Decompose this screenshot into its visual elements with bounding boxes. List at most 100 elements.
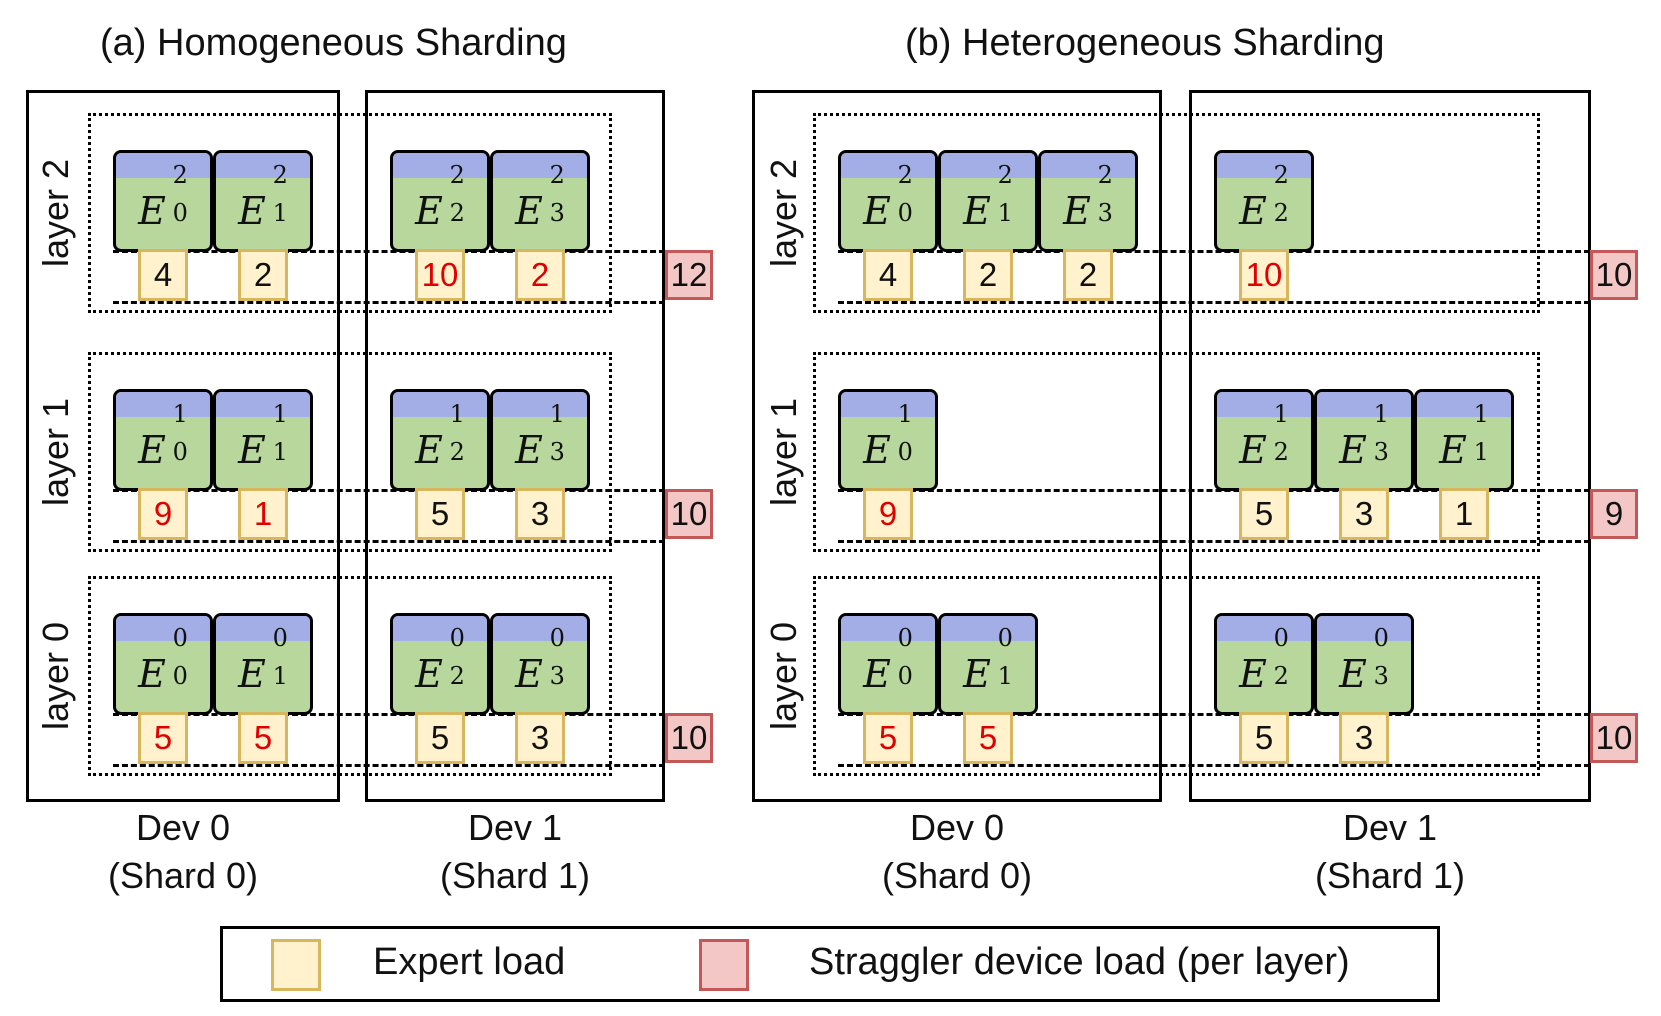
expert-index: 1 xyxy=(272,662,288,690)
expert-letter: E xyxy=(1239,428,1267,472)
expert-layer-index: 0 xyxy=(1273,624,1289,652)
expert-letter: E xyxy=(515,428,543,472)
load-guide-line xyxy=(838,540,1590,543)
expert-letter: E xyxy=(238,652,266,696)
expert-load-value: 5 xyxy=(863,712,913,764)
expert-band xyxy=(1317,392,1411,417)
layer-box xyxy=(88,113,612,313)
device-label-0: Dev 0(Shard 0) xyxy=(837,804,1077,900)
layer-label: layer 1 xyxy=(763,397,804,507)
expert-index: 3 xyxy=(1373,662,1389,690)
expert-band xyxy=(116,392,210,417)
expert-letter: E xyxy=(1063,189,1091,233)
expert-layer-index: 2 xyxy=(897,161,913,189)
expert-layer-index: 0 xyxy=(272,624,288,652)
expert-layer-index: 1 xyxy=(1273,400,1289,428)
expert-load-value: 5 xyxy=(138,712,188,764)
device-name: Dev 0 xyxy=(135,807,231,848)
expert-layer-index: 2 xyxy=(172,161,188,189)
layer-label: layer 2 xyxy=(35,158,76,268)
expert-letter: E xyxy=(415,652,443,696)
expert-letter: E xyxy=(1339,428,1367,472)
expert-index: 2 xyxy=(1273,438,1289,466)
load-guide-line xyxy=(113,764,665,767)
straggler-load-value: 10 xyxy=(665,713,713,763)
expert-layer-index: 2 xyxy=(449,161,465,189)
load-guide-line xyxy=(113,250,665,253)
load-guide-line xyxy=(113,301,665,304)
expert-index: 3 xyxy=(549,438,565,466)
expert-band xyxy=(841,616,935,641)
expert-band xyxy=(393,616,487,641)
expert-letter: E xyxy=(238,189,266,233)
expert-load-value: 2 xyxy=(1063,249,1113,301)
expert-index: 0 xyxy=(172,438,188,466)
layer-box xyxy=(88,352,612,552)
load-guide-line xyxy=(838,250,1590,253)
expert-index: 1 xyxy=(997,662,1013,690)
expert-letter: E xyxy=(138,428,166,472)
straggler-load-value: 10 xyxy=(1590,713,1638,763)
load-guide-line xyxy=(113,713,665,716)
device-box-0 xyxy=(752,90,1162,802)
expert-load-value: 2 xyxy=(515,249,565,301)
expert-letter: E xyxy=(963,652,991,696)
load-guide-line xyxy=(838,713,1590,716)
expert-letter: E xyxy=(1339,652,1367,696)
expert-letter: E xyxy=(515,652,543,696)
expert-layer-index: 2 xyxy=(549,161,565,189)
expert-band xyxy=(216,616,310,641)
expert-load-value: 10 xyxy=(1239,249,1289,301)
expert-band xyxy=(216,392,310,417)
panel-title: (b) Heterogeneous Sharding xyxy=(905,22,1385,64)
layer-box xyxy=(813,576,1540,776)
expert-index: 2 xyxy=(449,199,465,227)
expert-letter: E xyxy=(238,428,266,472)
expert-load-value: 1 xyxy=(1439,488,1489,540)
expert-band xyxy=(1417,392,1511,417)
expert-layer-index: 2 xyxy=(272,161,288,189)
expert-load-value: 4 xyxy=(138,249,188,301)
expert-letter: E xyxy=(863,428,891,472)
expert-load-value: 5 xyxy=(1239,488,1289,540)
expert-band xyxy=(841,392,935,417)
legend-expert-load-label: Expert load xyxy=(373,941,566,983)
expert-band xyxy=(1317,616,1411,641)
expert-layer-index: 1 xyxy=(172,400,188,428)
expert-index: 2 xyxy=(449,662,465,690)
expert-band xyxy=(493,153,587,178)
expert-letter: E xyxy=(415,189,443,233)
expert-letter: E xyxy=(415,428,443,472)
expert-letter: E xyxy=(1239,189,1267,233)
expert-index: 2 xyxy=(1273,662,1289,690)
expert-layer-index: 0 xyxy=(897,624,913,652)
shard-name: (Shard 0) xyxy=(881,855,1033,896)
expert-index: 0 xyxy=(897,438,913,466)
